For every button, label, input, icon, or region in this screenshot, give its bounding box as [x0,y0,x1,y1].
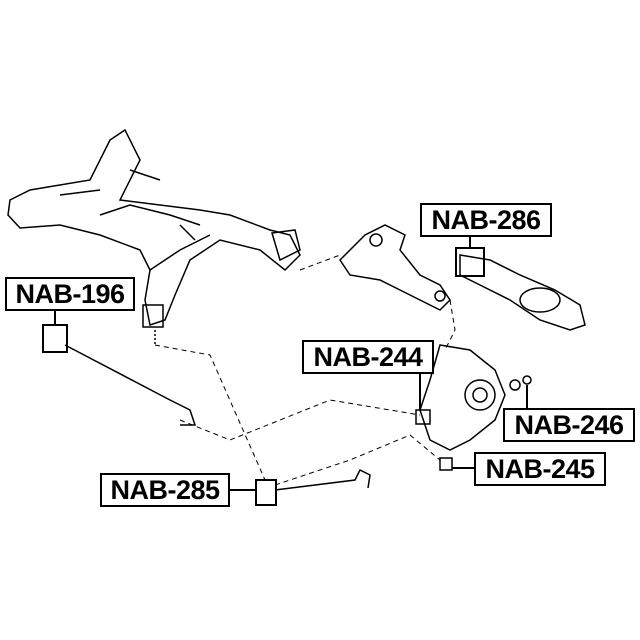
leader-dashes [154,254,456,486]
knuckle [415,344,532,471]
lower-arm [459,254,586,331]
rods [64,344,371,491]
rear-subframe [7,128,301,345]
part-label-nab-196: NAB-196 [5,277,135,311]
part-label-nab-285: NAB-285 [100,473,230,507]
part-label-nab-244: NAB-244 [302,340,434,374]
part-label-nab-246: NAB-246 [503,408,635,442]
part-label-nab-286: NAB-286 [420,203,552,237]
part-label-nab-245: NAB-245 [474,452,606,486]
bushing-callouts [42,237,528,506]
upper-arm [339,224,451,311]
